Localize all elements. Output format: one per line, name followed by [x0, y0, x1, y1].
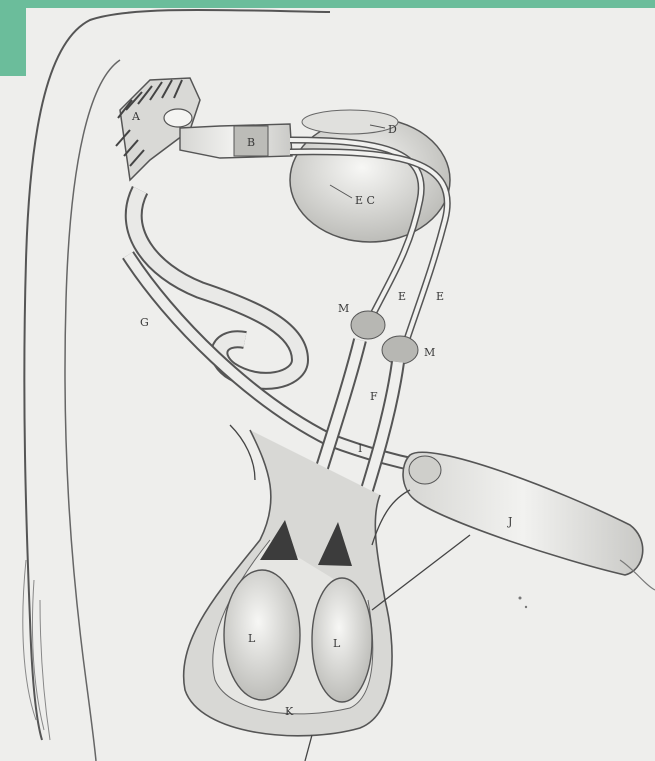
testis-l-right: [312, 578, 372, 702]
pointer-line-2: [305, 735, 312, 761]
organ-j-knob: [409, 456, 441, 484]
label-i: I: [358, 442, 362, 455]
label-a: A: [131, 110, 141, 123]
testis-l-left: [224, 570, 300, 700]
body-outline-inner: [65, 60, 120, 761]
gland-ec: [290, 118, 450, 242]
label-b: B: [247, 136, 255, 149]
label-j: J: [507, 515, 512, 528]
label-d: D: [388, 123, 397, 136]
pointer-line-1: [372, 535, 470, 610]
speck: [519, 597, 522, 600]
label-f: F: [370, 390, 378, 403]
gland-d: [302, 110, 398, 134]
label-l-right: L: [333, 637, 341, 650]
label-ec: E C: [355, 194, 375, 207]
gland-m-left: [351, 311, 385, 339]
comb-bulb: [164, 109, 192, 127]
label-e-left: E: [398, 290, 406, 303]
label-e-right: E: [436, 290, 444, 303]
label-m-right: M: [424, 346, 435, 359]
label-m-left: M: [338, 302, 349, 315]
gland-m-right: [382, 336, 418, 364]
label-g: G: [140, 316, 149, 329]
speck: [525, 606, 527, 608]
label-k: K: [285, 705, 294, 718]
label-l-left: L: [248, 632, 256, 645]
